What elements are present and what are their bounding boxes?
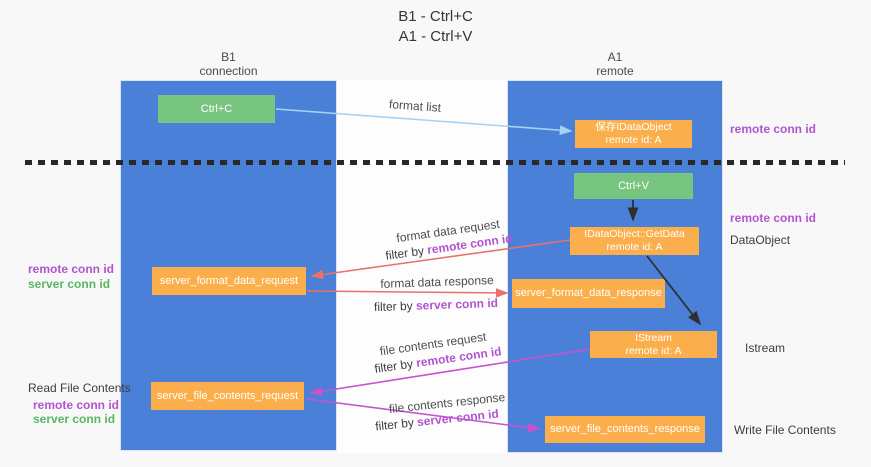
server-file-contents-response-node: server_file_contents_response: [545, 416, 705, 443]
ctrl-c-label: Ctrl+C: [200, 102, 233, 115]
server-file-contents-request-node: server_file_contents_request: [151, 382, 304, 410]
lane-header-a1: A1 remote: [507, 50, 723, 78]
ctrl-c-node: Ctrl+C: [158, 95, 275, 123]
write-file-contents-annotation: Write File Contents: [734, 423, 836, 437]
server-format-data-response-label: server_format_data_response: [515, 287, 662, 299]
dataobject-annotation: DataObject: [730, 233, 791, 247]
server-format-data-response-node: server_format_data_response: [512, 279, 665, 308]
server-conn-id-key: server conn id: [415, 295, 499, 313]
save-idataobject-node: 保存IDataObject remote id: A: [575, 120, 692, 148]
diagram-title-line2: A1 - Ctrl+V: [398, 28, 473, 45]
istream-node: IStream remote id: A: [590, 331, 717, 358]
diagram-title-line1: B1 - Ctrl+C: [398, 8, 473, 25]
copy-paste-separator-dashed-line: [25, 160, 845, 165]
idataobject-getdata-node: IDataObject::GetData remote id: A: [570, 227, 699, 255]
server-file-contents-request-label: server_file_contents_request: [156, 389, 299, 402]
lane-b1-name: B1: [221, 50, 236, 64]
left-bottom-remote-conn-id: remote conn id: [33, 398, 120, 412]
server-file-contents-response-label: server_file_contents_response: [550, 423, 700, 435]
left-bottom-server-conn-id: server conn id: [33, 412, 116, 426]
lane-a1-name: A1: [607, 50, 623, 64]
save-idataobject-line2: remote id: A: [605, 134, 662, 146]
lane-b1-subtitle: connection: [199, 64, 258, 78]
save-idataobject-line1: 保存IDataObject: [595, 121, 672, 133]
lane-a1-subtitle: remote: [596, 64, 634, 78]
filter-by-text: filter by: [373, 298, 417, 315]
ctrl-v-node: Ctrl+V: [574, 173, 693, 199]
istream-annotation: Istream: [745, 341, 786, 355]
lane-header-b1: B1 connection: [120, 50, 337, 78]
ctrl-v-label: Ctrl+V: [618, 179, 649, 192]
server-format-data-request-node: server_format_data_request: [152, 267, 306, 295]
istream-line1: IStream: [635, 331, 672, 344]
read-file-contents-annotation: Read File Contents: [28, 381, 131, 395]
getdata-line2: remote id: A: [606, 241, 663, 253]
left-mid-server-conn-id: server conn id: [28, 277, 111, 291]
mid-right-remote-conn-id: remote conn id: [730, 211, 817, 225]
server-format-data-request-label: server_format_data_request: [159, 274, 299, 287]
diagram-title: B1 - Ctrl+C A1 - Ctrl+V: [0, 7, 871, 47]
left-mid-remote-conn-id: remote conn id: [28, 262, 115, 276]
getdata-line1: IDataObject::GetData: [584, 228, 685, 240]
istream-line2: remote id: A: [625, 344, 682, 357]
top-right-remote-conn-id: remote conn id: [730, 122, 817, 136]
